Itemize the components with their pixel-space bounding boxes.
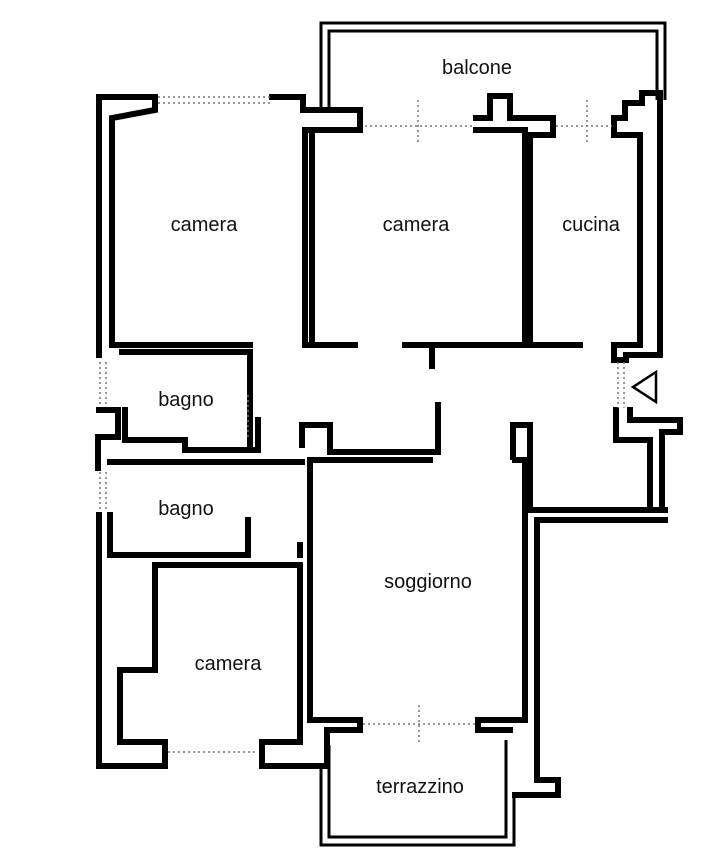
room-label-camera-top-center: camera <box>383 214 451 236</box>
entrance-arrow-icon <box>630 369 658 405</box>
room-label-bagno-lower: bagno <box>158 498 214 520</box>
balcone-railing <box>319 21 667 108</box>
room-label-balcone: balcone <box>442 57 512 79</box>
room-label-camera-top-left: camera <box>171 214 239 236</box>
room-label-terrazzino: terrazzino <box>376 776 464 798</box>
room-label-bagno-upper: bagno <box>158 389 214 411</box>
terrazzino-railing <box>319 740 516 847</box>
room-label-soggiorno: soggiorno <box>384 571 472 593</box>
room-label-camera-bottom-left: camera <box>195 653 263 675</box>
room-label-cucina: cucina <box>562 214 621 236</box>
windows-and-openings <box>99 96 625 753</box>
walls <box>95 90 683 798</box>
